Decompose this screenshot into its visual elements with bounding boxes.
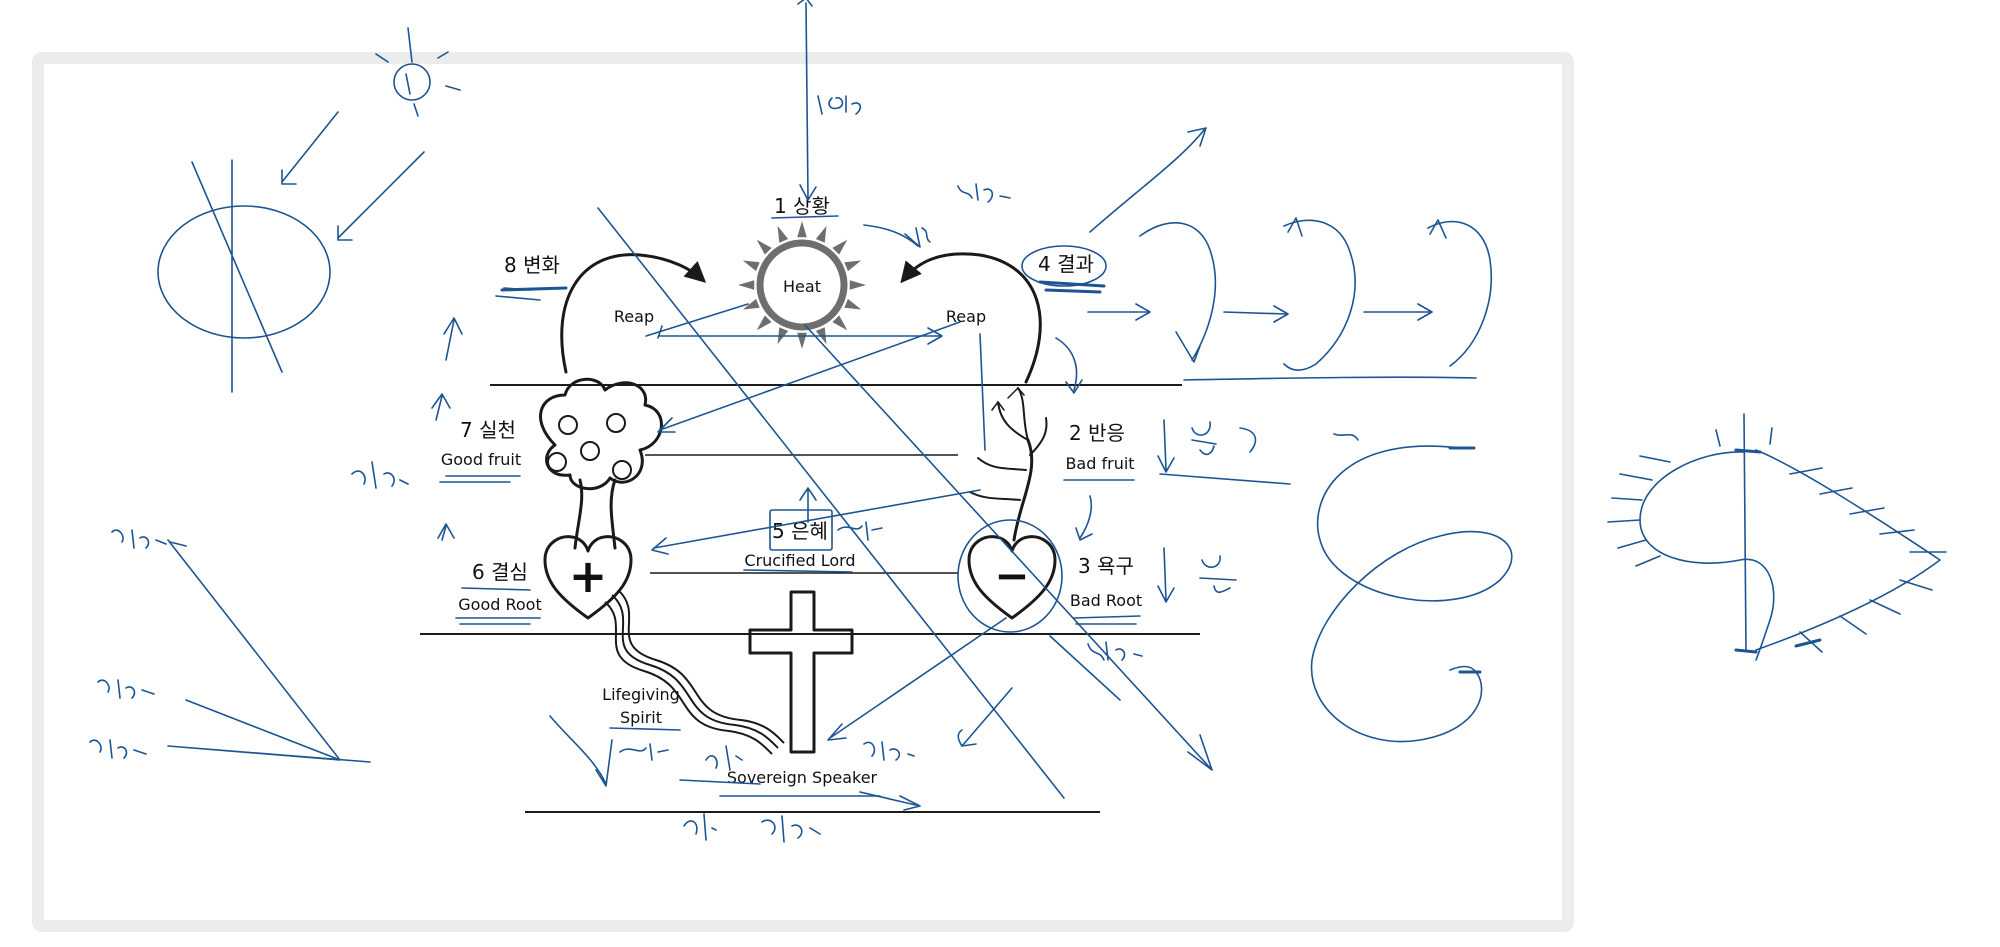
stage-grace-en-label: Crucified Lord [744,551,855,570]
sun-ray [756,239,772,255]
sun-ray [797,221,807,238]
hatch-tick [1769,427,1773,445]
hatch-tick [1639,455,1671,463]
stage-desire-label: 3 욕구 [1078,554,1134,578]
hatch-tick [1611,497,1643,501]
sun-ray [849,280,866,290]
stage-practice-label: 7 실천 [460,418,516,442]
hatch-tick [1607,519,1641,523]
stage-resolve-en-label: Good Root [458,595,541,614]
cross-icon [748,590,854,754]
slide-frame [32,52,1574,932]
hatch-tick [1839,615,1867,635]
sun-ray [742,260,760,272]
sun-ray [832,315,848,331]
stage-grace-label: 5 은혜 [772,519,828,543]
sun-ray [756,315,772,331]
hatch-tick [1869,599,1901,615]
hatch-tick [1789,467,1823,475]
heart-plus-icon [543,535,633,620]
stage-desire-en-label: Bad Root [1070,591,1142,610]
stage-change-label: 8 변화 [504,253,560,277]
sun-ray [832,239,848,255]
hatch-tick [1619,473,1653,481]
reap-arc-left [560,253,707,374]
spirit-flow-lines [604,589,785,755]
hatch-tick [1617,539,1647,549]
sun-ray [777,225,789,243]
plus-sign: + [569,549,608,603]
sun-ray [844,298,862,310]
stage-resolve-label: 6 결심 [472,560,528,584]
hatch-tick [1715,429,1721,447]
lifegiving-label-line1: Lifegiving [602,685,680,704]
handwriting-layer [89,0,1947,843]
hatch-tick [1879,529,1915,535]
reap-right-label: Reap [946,307,986,326]
reap-left-label: Reap [614,307,654,326]
stage-situation-label: 1 상황 [774,194,830,218]
sun-ray [844,260,862,272]
stage-result-label: 4 결과 [1038,252,1094,276]
hatch-tick [1849,507,1885,515]
sun-ray [742,298,760,310]
stage-response-en-label: Bad fruit [1065,454,1134,473]
minus-sign: − [994,551,1029,600]
lifegiving-label-line2: Spirit [620,708,662,727]
hatch-tick [1635,555,1661,567]
reap-arc-right [900,252,1042,384]
good-tree-icon [539,377,663,550]
hatch-tick [1819,487,1853,495]
hatch-tick [1899,579,1933,591]
sovereign-speaker-label: Sovereign Speaker [727,768,878,787]
sun-ray [797,332,807,349]
stage-response-label: 2 반응 [1069,421,1125,445]
sun-ray [738,280,755,290]
bad-tree-icon [969,387,1048,542]
heat-label: Heat [783,277,821,296]
sun-ray [815,225,827,243]
hatch-tick [1799,631,1823,653]
stage-practice-en-label: Good fruit [441,450,521,469]
